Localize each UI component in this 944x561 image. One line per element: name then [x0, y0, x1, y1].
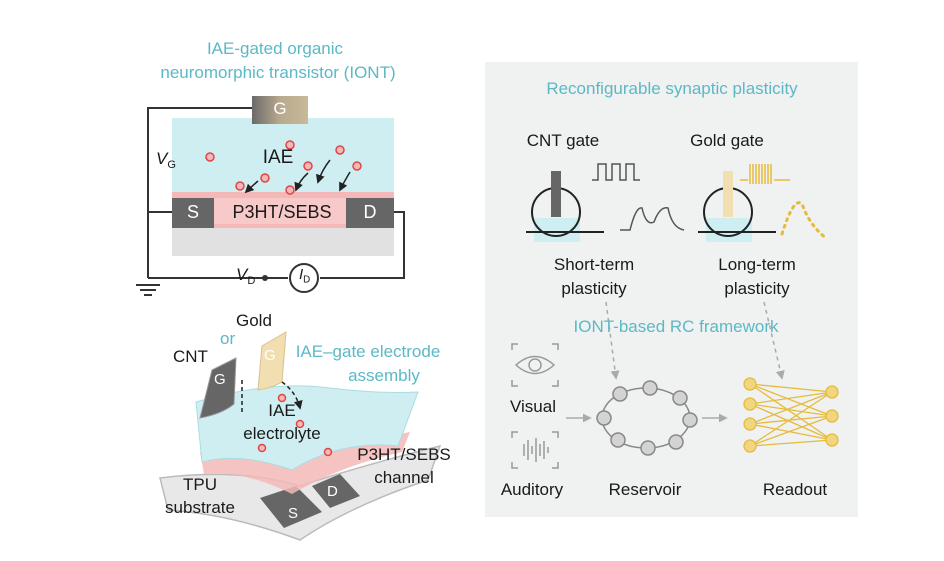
drain-label: D [363, 202, 377, 222]
rc-title: IONT-based RC framework [573, 317, 779, 336]
cnt-gate-title: CNT gate [526, 131, 600, 150]
id-meter [289, 263, 319, 293]
assembly-channel-line1: P3HT/SEBS [357, 445, 451, 464]
reservoir-node [672, 390, 688, 406]
gate-electrode [252, 96, 308, 124]
gold-label: Gold [236, 311, 272, 330]
drain-electrode [346, 198, 394, 228]
reservoir-node [612, 386, 628, 402]
device-schematic [136, 96, 405, 296]
channel-core [214, 198, 346, 224]
or-label: or [220, 329, 236, 348]
channel-label: P3HT/SEBS [232, 202, 332, 222]
cnt-gate-g-label: G [214, 371, 226, 388]
gold-gate-title: Gold gate [690, 131, 764, 150]
gate-wire [147, 107, 252, 278]
reservoir-label: Reservoir [608, 480, 682, 499]
reservoir-node [682, 412, 698, 428]
cnt-output-response [620, 207, 685, 231]
cnt-input-pulses [592, 163, 640, 181]
reservoir-node [668, 434, 684, 450]
long-term-line2: plasticity [724, 279, 790, 298]
device-title-line1: IAE-gated organic [206, 39, 344, 58]
vd-node [262, 275, 268, 281]
short-term-line1: Short-term [553, 255, 635, 274]
gold-gate-sheet [257, 331, 287, 391]
gold-gate-g-label: G [264, 347, 276, 364]
eye-icon [511, 343, 559, 387]
reservoir-node [640, 440, 656, 456]
id-label: ID [299, 266, 311, 286]
substrate-layer [172, 228, 394, 256]
vg-label: VG [156, 149, 176, 171]
device-title-line2: neuromorphic transistor (IONT) [160, 63, 396, 82]
reservoir-node [610, 432, 626, 448]
assembly-substrate-line2: substrate [165, 498, 235, 517]
readout-network [743, 377, 839, 453]
assembly-illustration [159, 331, 442, 541]
gold-output-response [780, 201, 828, 240]
source-electrode [172, 198, 214, 228]
assembly-electrolyte-line1: IAE [268, 401, 296, 420]
sound-wave-icon [511, 431, 559, 469]
electrolyte-label: IAE [262, 147, 294, 168]
assembly-electrolyte-line2: electrolyte [243, 424, 321, 443]
cnt-gate-rod [551, 171, 561, 217]
ions-device [205, 140, 362, 195]
ion-arrows [244, 159, 351, 194]
plasticity-graphics [485, 62, 858, 517]
reservoir-ring [596, 380, 698, 456]
vd-label: VD [236, 265, 256, 287]
source-pad [260, 486, 322, 528]
electrolyte-sheet [195, 385, 419, 471]
visual-label: Visual [510, 397, 556, 416]
gold-gate-rod [723, 171, 733, 217]
drain-pad [312, 474, 360, 508]
cnt-gate-sheet [199, 357, 237, 419]
gate-label: G [273, 99, 287, 118]
gold-input-pulses [740, 164, 790, 184]
assembly-drain-label: D [327, 483, 338, 500]
readout-label: Readout [762, 480, 828, 499]
long-term-line1: Long-term [718, 255, 796, 274]
short-term-line2: plasticity [561, 279, 627, 298]
assembly-arrows [241, 380, 300, 412]
assembly-title-line1: IAE–gate electrode [295, 342, 441, 361]
assembly-channel-line2: channel [374, 468, 434, 487]
reservoir-node [642, 380, 658, 396]
reservoir-node [596, 410, 612, 426]
assembly-source-label: S [288, 505, 299, 522]
long-term-arrow [763, 301, 785, 380]
assembly-title-line2: assembly [348, 366, 420, 385]
assembly-substrate-line1: TPU [183, 475, 217, 494]
cnt-label: CNT [173, 347, 208, 366]
plasticity-title: Reconfigurable synaptic plasticity [546, 79, 798, 98]
ground-symbol [136, 284, 160, 296]
auditory-label: Auditory [500, 480, 564, 499]
source-label: S [186, 202, 200, 222]
